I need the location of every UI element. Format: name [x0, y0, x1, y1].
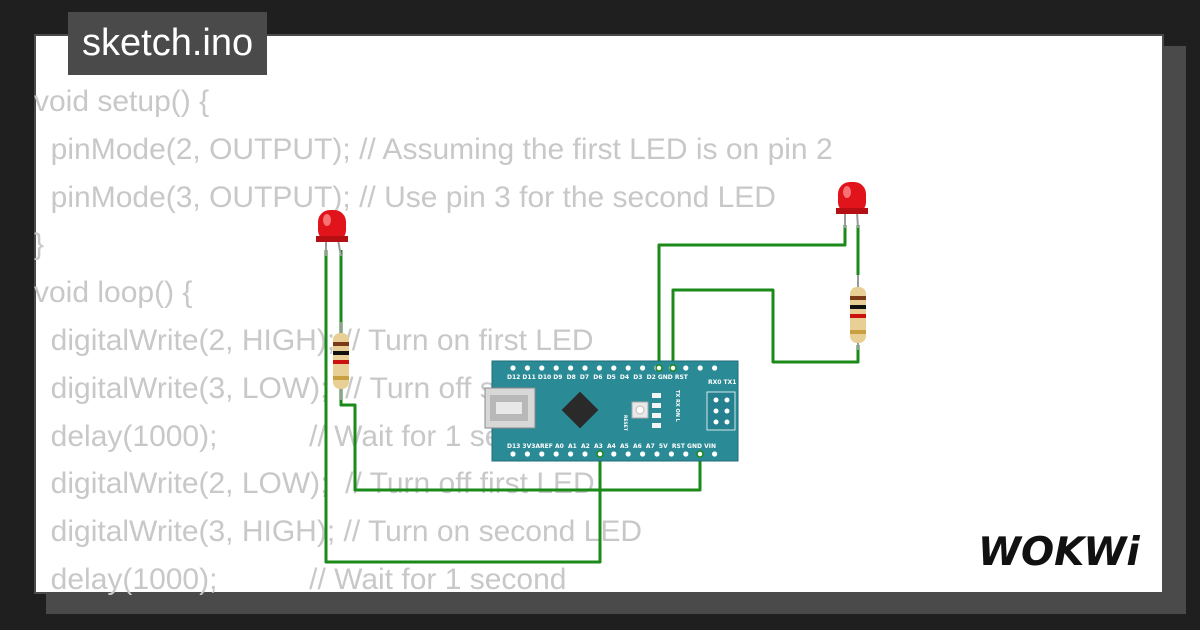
code-line: digitalWrite(2, HIGH); // Turn on first … [34, 323, 594, 357]
header-pin [611, 365, 617, 371]
header-pin [510, 365, 516, 371]
header-pin [611, 451, 617, 457]
code-line: delay(1000); // Wait for 1 second [34, 562, 567, 596]
header-pin [625, 365, 631, 371]
code-block: void setup() { pinMode(2, OUTPUT); // As… [34, 78, 833, 604]
code-line: digitalWrite(3, HIGH); // Turn on second… [34, 515, 643, 549]
resistor-1[interactable] [333, 322, 349, 400]
pins-bottom-row [510, 451, 718, 457]
header-pin [712, 451, 718, 457]
code-line: void setup() { [34, 85, 210, 118]
resistor-2[interactable] [850, 275, 866, 350]
usb-connector [484, 387, 536, 429]
header-pin [524, 451, 531, 457]
header-pin [654, 451, 660, 457]
header-pin [683, 451, 689, 457]
code-line: } [34, 228, 45, 262]
code-line: pinMode(2, OUTPUT); // Assuming the firs… [34, 132, 833, 166]
header-pin [668, 451, 675, 457]
header-pin [640, 451, 646, 457]
code-line: digitalWrite(2, LOW); // Turn off first … [34, 467, 595, 501]
reset-button[interactable] [631, 401, 649, 419]
wire-led1-cathode[interactable] [324, 250, 602, 564]
arduino-nano-board[interactable]: D12 D11 D10 D9 D8 D7 D6 D5 D4 D3 D2 GND … [484, 360, 739, 462]
header-pin [640, 365, 646, 371]
code-line: pinMode(3, OUTPUT); // Use pin 3 for the… [34, 180, 776, 214]
wires [324, 225, 860, 564]
header-pin [539, 365, 545, 371]
header-pin [625, 451, 631, 457]
header-pin [553, 365, 559, 371]
wire-led2-resistor[interactable] [671, 288, 860, 368]
code-line: void loop() { [34, 276, 193, 310]
header-pin [568, 451, 574, 457]
header-pin [712, 365, 718, 371]
header-pin [582, 451, 588, 457]
led-2[interactable] [836, 182, 868, 229]
header-pin [683, 365, 689, 371]
header-pin [553, 451, 559, 457]
pins-top-row [510, 365, 718, 371]
led-labels: TX RX ON L [674, 390, 680, 423]
wokwi-logo: WOKWi [978, 530, 1140, 575]
reset-label: RESET [622, 415, 628, 432]
header-pin [568, 365, 574, 371]
code-line: delay(1000); // Wait for 1 second [34, 419, 567, 453]
svg-text:WOKWi: WOKWi [978, 530, 1140, 575]
header-pin [524, 365, 531, 371]
header-pin [582, 365, 588, 371]
microcontroller-chip [561, 391, 599, 429]
header-pin [539, 451, 545, 457]
header-pin [596, 365, 603, 371]
top-pin-labels: D12 D11 D10 D9 D8 D7 D6 D5 D4 D3 D2 GND … [507, 374, 689, 381]
wire-led2-anode[interactable] [657, 225, 847, 368]
serial-label: RX0 TX1 [708, 379, 736, 386]
header-pin [510, 451, 516, 457]
header-pin [697, 365, 703, 371]
led-1[interactable] [316, 210, 348, 257]
icsp-header [706, 391, 736, 431]
file-title-tab: sketch.ino [68, 12, 268, 75]
bottom-pin-labels: D13 3V3AREF A0 A1 A2 A3 A4 A5 A6 A7 5V R… [507, 443, 716, 450]
